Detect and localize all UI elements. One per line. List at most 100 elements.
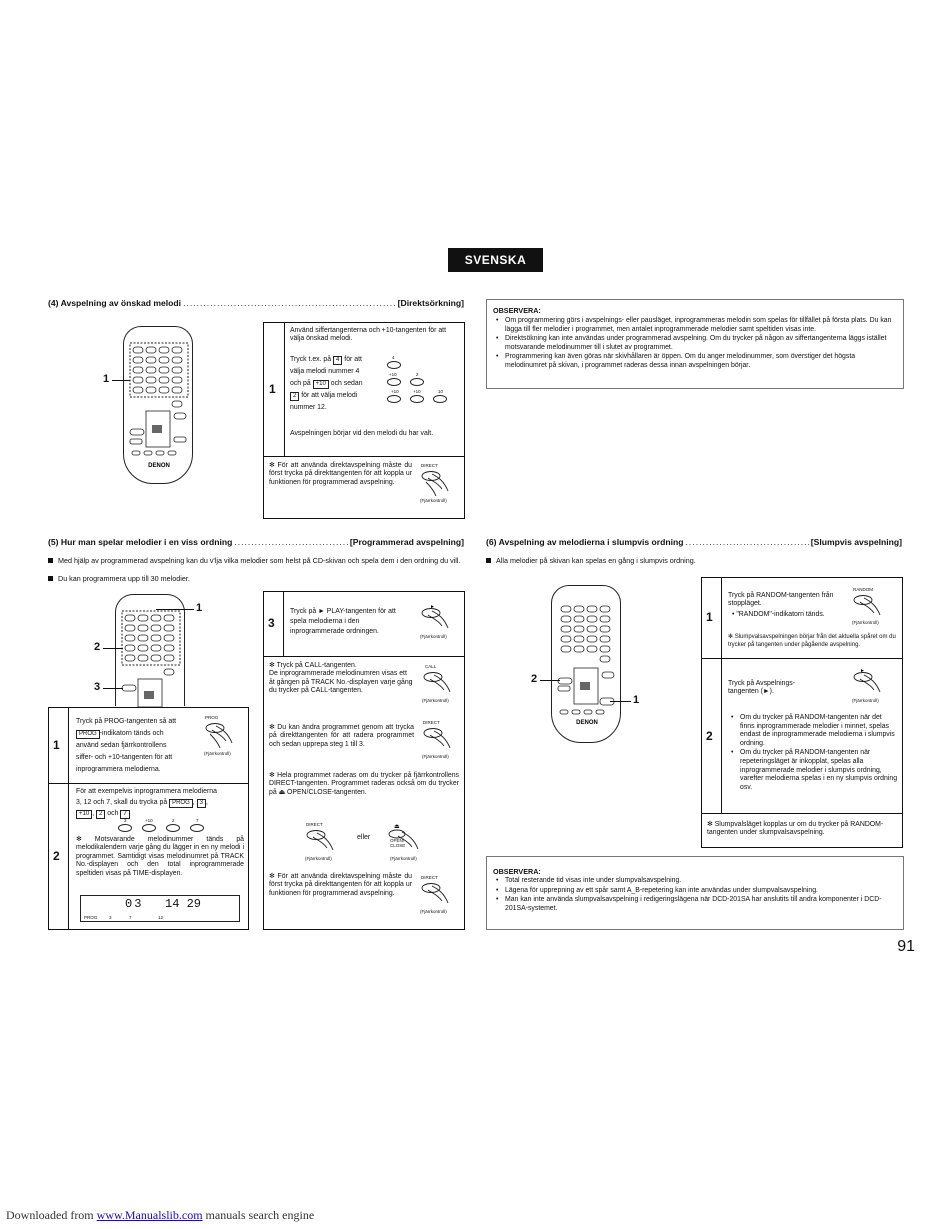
callout-line xyxy=(103,688,123,689)
key-7-button-icon xyxy=(190,824,204,832)
note-direct-change: ✻ Du kan ändra programmet genom att tryc… xyxy=(269,724,414,748)
lcd-num: 7 xyxy=(129,915,132,920)
text: För att exempelvis inprogrammera melodie… xyxy=(76,788,217,795)
callout-line xyxy=(156,609,194,610)
step-divider xyxy=(701,658,903,659)
observera-list: Om programmering görs i avspelnings- ell… xyxy=(493,317,897,371)
text: inprogrammera melodierna. xyxy=(76,766,161,773)
callout-line xyxy=(112,380,130,381)
bullet-text: Du kan programmera upp till 30 melodier. xyxy=(58,574,190,583)
callout-line xyxy=(103,648,123,649)
key-label: 2 xyxy=(416,372,419,377)
note-text: Slumpvalsavspelningen börjar från det ak… xyxy=(728,634,896,648)
text: siffer- och +10-tangenten för att xyxy=(76,754,173,761)
key-7: 7 xyxy=(120,810,130,819)
text: för att xyxy=(344,356,362,363)
observera-box-2: OBSERVERA: Total resterande tid visas in… xyxy=(486,856,904,930)
step-number: 1 xyxy=(53,738,60,752)
svg-text:DENON: DENON xyxy=(576,720,598,726)
key-label: 2 xyxy=(172,818,175,823)
key-label: DIRECT xyxy=(421,463,438,468)
section-4-title: (4) Avspelning av önskad melodi xyxy=(48,298,182,308)
step-number: 1 xyxy=(269,382,276,396)
section-4-heading: (4) Avspelning av önskad melodi ........… xyxy=(48,298,464,308)
note-direct: ✻ För att använda direktavspelning måste… xyxy=(269,462,412,486)
step-2-text: För att exempelvis inprogrammera melodie… xyxy=(76,788,217,819)
key-plus10-button-icon xyxy=(142,824,156,832)
note-text: För att använda direktavspelning måste d… xyxy=(269,462,412,486)
step-divider xyxy=(701,813,903,814)
step-number: 2 xyxy=(706,729,713,743)
note-text: Motsvarande melodinummer tänds på melodi… xyxy=(76,836,244,877)
section-5-title: (5) Hur man spelar melodier i en viss or… xyxy=(48,537,233,547)
step-divider xyxy=(68,707,69,930)
observera-title: OBSERVERA: xyxy=(493,867,541,876)
bullet-item: Alla melodier på skivan kan spelas en gå… xyxy=(486,556,904,565)
svg-text:►: ► xyxy=(860,668,865,674)
step-3-text: Tryck på ► PLAY-tangenten för att spela … xyxy=(290,608,396,635)
lcd-prog: PROG xyxy=(84,915,98,920)
hand-press-icon xyxy=(423,728,451,749)
note-text: Tryck på CALL-tangenten. De inprogrammer… xyxy=(269,662,413,695)
remote-caption: (Fjärrkontroll) xyxy=(420,909,447,914)
footer-text: manuals search engine xyxy=(205,1208,315,1222)
text: och xyxy=(107,810,119,817)
callout-1: 1 xyxy=(196,602,203,614)
callout-line xyxy=(610,701,631,702)
key-label: +10 xyxy=(145,818,153,823)
key-10-button-icon xyxy=(433,395,447,403)
remote-caption: (Fjärrkontroll) xyxy=(305,856,332,861)
bullet-item: Du kan programmera upp till 30 melodier. xyxy=(48,574,466,583)
bullet-text: Alla melodier på skivan kan spelas en gå… xyxy=(496,556,696,565)
step-divider xyxy=(283,591,284,656)
step-number: 2 xyxy=(53,849,60,863)
text: -indikatorn tänds och xyxy=(99,730,164,737)
remote-caption: (Fjärrkontroll) xyxy=(204,751,231,756)
text: nummer 12. xyxy=(290,404,327,411)
square-bullet-icon xyxy=(48,558,53,563)
key-label: +10 xyxy=(413,389,421,394)
text: för att välja melodi xyxy=(301,392,358,399)
key-label: +10 xyxy=(391,389,399,394)
step-2-note: ✻ Motsvarande melodinummer tänds på melo… xyxy=(76,836,244,877)
note-final: ✻ För att använda direktavspelning måste… xyxy=(269,873,412,897)
step-1-note: ✻ Slumpvalsavspelningen börjar från det … xyxy=(728,634,896,648)
remote-caption: (Fjärrkontroll) xyxy=(420,498,447,503)
step-number: 3 xyxy=(268,616,275,630)
lcd-time: 14 29 xyxy=(165,897,202,911)
remote-keypad-icon: DENON xyxy=(129,342,189,469)
callout-2: 2 xyxy=(531,673,538,685)
step-1-indicator: • "RANDOM"-indikatorn tänds. xyxy=(732,611,825,618)
remote-caption: (Fjärrkontroll) xyxy=(422,754,449,759)
section-5-tag: [Programmerad avspelning] xyxy=(349,537,464,547)
key-3-button-icon xyxy=(118,824,132,832)
leader-dots: ........................................… xyxy=(183,298,396,308)
footer-link[interactable]: www.Manualslib.com xyxy=(96,1208,203,1222)
step-number: 1 xyxy=(706,610,713,624)
key-2-button-icon xyxy=(166,824,180,832)
step-2-item: Om du trycker på RANDOM-tangenten när de… xyxy=(728,714,898,748)
note-text: Slumpvalsläget kopplas ur om du trycker … xyxy=(707,821,884,837)
step-1-text: Tryck på RANDOM-tangenten från stoppläge… xyxy=(728,592,834,608)
key-prog: PROG xyxy=(76,730,100,739)
key-prog: PROG xyxy=(169,799,193,808)
hand-press-icon xyxy=(853,595,881,616)
key-2: 2 xyxy=(290,392,300,401)
key-plus10: +10 xyxy=(76,810,93,819)
remote-caption: (Fjärrkontroll) xyxy=(420,634,447,639)
note-call: ✻ Tryck på CALL-tangenten. De inprogramm… xyxy=(269,662,413,695)
step-6-note: ✻ Slumpvalsläget kopplas ur om du trycke… xyxy=(707,821,884,837)
step-box-5-left xyxy=(48,707,249,930)
key-plus10-button-icon xyxy=(387,395,401,403)
step-2-list: Om du trycker på RANDOM-tangenten när de… xyxy=(728,714,898,793)
observera-item: Total resterande tid visas inte under sl… xyxy=(493,877,897,886)
lcd-num: 3 xyxy=(109,915,112,920)
step-1-text: Tryck på PROG-tangenten så att PROG-indi… xyxy=(76,716,196,776)
section-5-heading: (5) Hur man spelar melodier i en viss or… xyxy=(48,537,464,547)
remote-control-illustration xyxy=(115,594,185,707)
hand-press-icon xyxy=(205,723,233,749)
key-label: DIRECT xyxy=(423,720,440,725)
key-label: 3 xyxy=(124,818,127,823)
bullet-text: Med hjälp av programmerad avspelning kan… xyxy=(58,556,461,565)
step-divider xyxy=(48,783,249,784)
